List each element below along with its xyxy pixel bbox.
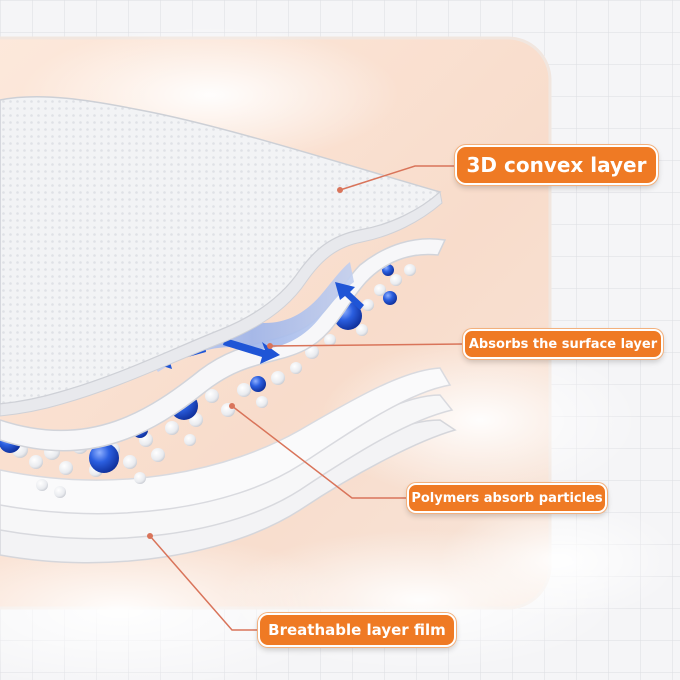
label-3d-convex-layer: 3D convex layer: [455, 145, 658, 185]
label-breathable-layer-film: Breathable layer film: [258, 613, 456, 647]
label-absorbs-surface-layer: Absorbs the surface layer: [463, 329, 663, 359]
label-polymers-absorb-particles: Polymers absorb particles: [407, 483, 607, 513]
